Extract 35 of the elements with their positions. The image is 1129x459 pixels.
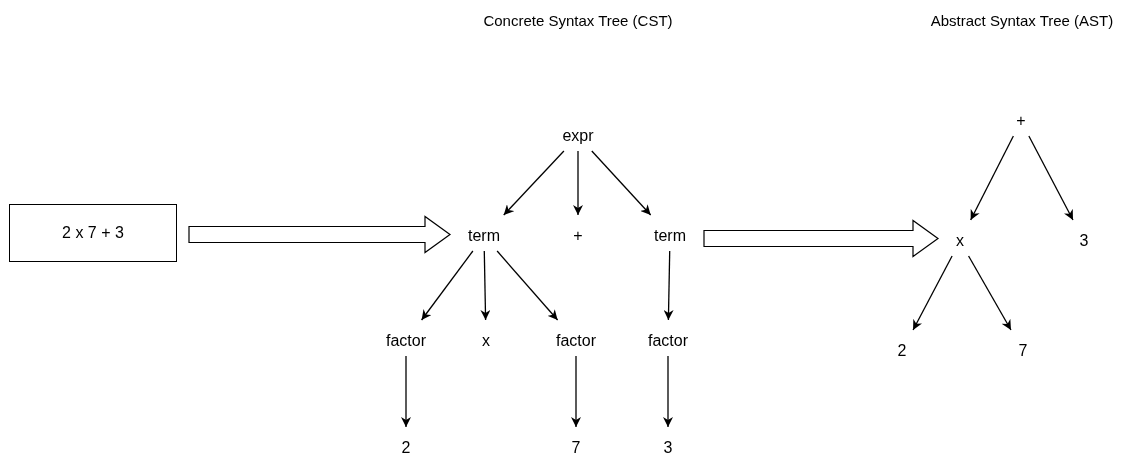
- tree-node-label: +: [1010, 108, 1032, 134]
- tree-node-label: 2: [395, 435, 417, 459]
- arrow: [496, 250, 559, 321]
- tree-node-label: factor: [380, 328, 432, 354]
- arrow: [912, 255, 953, 331]
- arrow: [591, 150, 652, 216]
- arrow: [1028, 135, 1074, 221]
- tree-node-label: +: [567, 223, 589, 249]
- arrow: [480, 250, 491, 321]
- arrow: [573, 150, 583, 216]
- tree-node-label: factor: [642, 328, 694, 354]
- arrow: [970, 135, 1015, 221]
- arrow: [401, 355, 411, 428]
- arrow: [571, 355, 581, 428]
- tree-node-label: 3: [1073, 228, 1095, 254]
- tree-node-label: term: [648, 223, 692, 249]
- tree-node-label: 3: [657, 435, 679, 459]
- tree-node-label: factor: [550, 328, 602, 354]
- tree-heading: Abstract Syntax Tree (AST): [929, 11, 1115, 31]
- arrow: [967, 255, 1012, 331]
- tree-node-label: term: [462, 223, 506, 249]
- tree-node-label: x: [950, 228, 970, 254]
- arrow: [503, 150, 565, 216]
- expression-box: 2 x 7 + 3: [9, 204, 177, 262]
- tree-node-label: 7: [565, 435, 587, 459]
- tree-node-label: x: [476, 328, 496, 354]
- arrow: [663, 355, 673, 428]
- tree-node-label: 7: [1012, 338, 1034, 364]
- tree-node-label: 2: [891, 338, 913, 364]
- block-arrow: [188, 215, 452, 254]
- arrow: [663, 250, 674, 321]
- block-arrow: [703, 219, 940, 258]
- arrow: [420, 250, 474, 321]
- tree-node-label: expr: [556, 123, 600, 149]
- tree-heading: Concrete Syntax Tree (CST): [482, 11, 674, 31]
